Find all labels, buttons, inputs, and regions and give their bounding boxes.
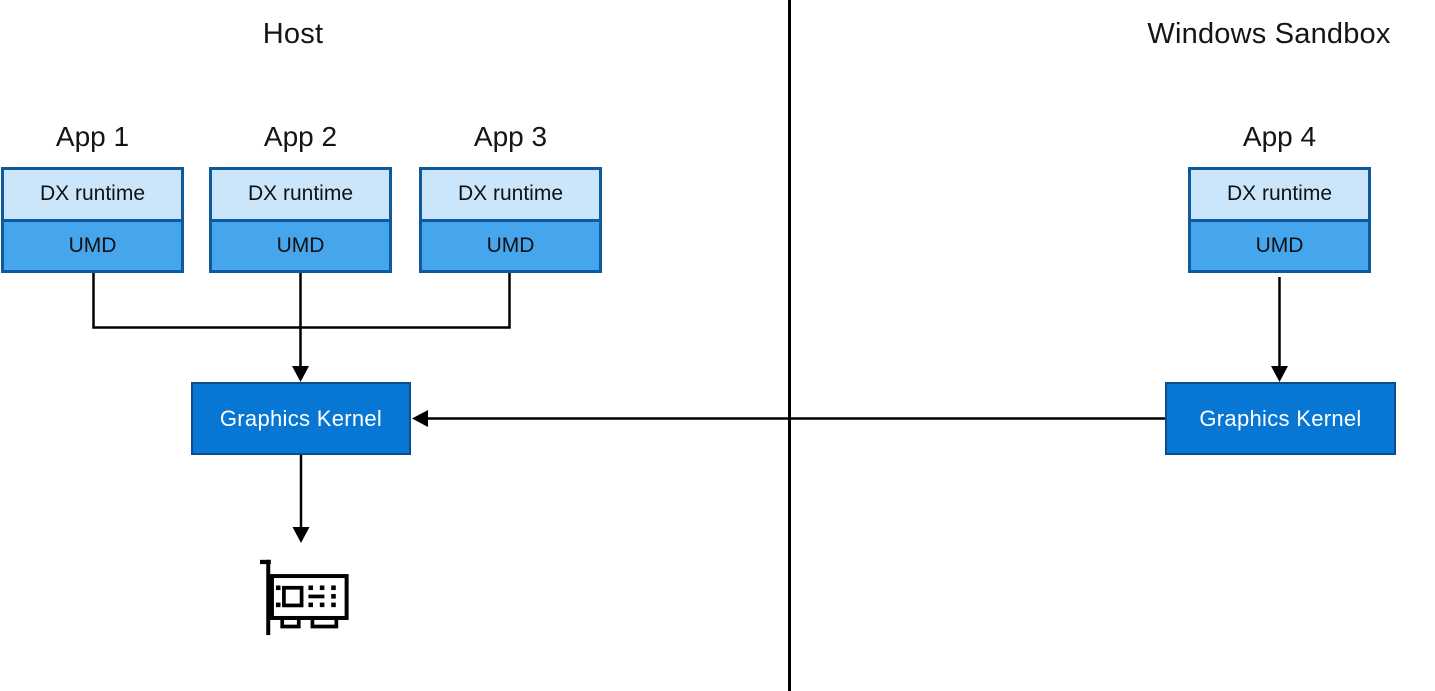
app3-box: DX runtime UMD [419, 167, 602, 273]
arrowhead-app4-to-sandbox-kernel [1271, 366, 1288, 382]
app4-box: DX runtime UMD [1188, 167, 1371, 273]
host-section-title: Host [262, 18, 324, 50]
app3-dx-runtime-layer: DX runtime [422, 170, 599, 222]
app1-label: App 1 [55, 120, 130, 152]
app-stack-3: App 3 DX runtime UMD [419, 106, 602, 273]
host-graphics-kernel-box: Graphics Kernel [191, 382, 411, 455]
app2-box: DX runtime UMD [209, 167, 392, 273]
connector-app1-app3-merge [92, 273, 511, 329]
sandbox-section-title: Windows Sandbox [1147, 18, 1391, 50]
app2-umd-layer: UMD [212, 221, 389, 270]
gpu-card-icon [259, 559, 349, 636]
app-stack-1: App 1 DX runtime UMD [1, 106, 184, 273]
app1-umd-layer: UMD [4, 221, 181, 270]
app3-umd-layer: UMD [422, 221, 599, 270]
app-stack-2: App 2 DX runtime UMD [209, 106, 392, 273]
arrowhead-apps-to-host-kernel [292, 366, 309, 382]
app4-label: App 4 [1242, 120, 1317, 152]
sandbox-graphics-kernel-box: Graphics Kernel [1165, 382, 1396, 455]
app1-box: DX runtime UMD [1, 167, 184, 273]
app4-dx-runtime-layer: DX runtime [1191, 170, 1368, 222]
app2-label: App 2 [263, 120, 338, 152]
app2-dx-runtime-layer: DX runtime [212, 170, 389, 222]
app-stack-4: App 4 DX runtime UMD [1188, 106, 1371, 273]
app4-umd-layer: UMD [1191, 221, 1368, 270]
app1-dx-runtime-layer: DX runtime [4, 170, 181, 222]
app3-label: App 3 [473, 120, 548, 152]
arrowhead-kernel-to-gpu [292, 527, 310, 543]
arrowhead-sandbox-to-host-kernel [412, 410, 428, 427]
